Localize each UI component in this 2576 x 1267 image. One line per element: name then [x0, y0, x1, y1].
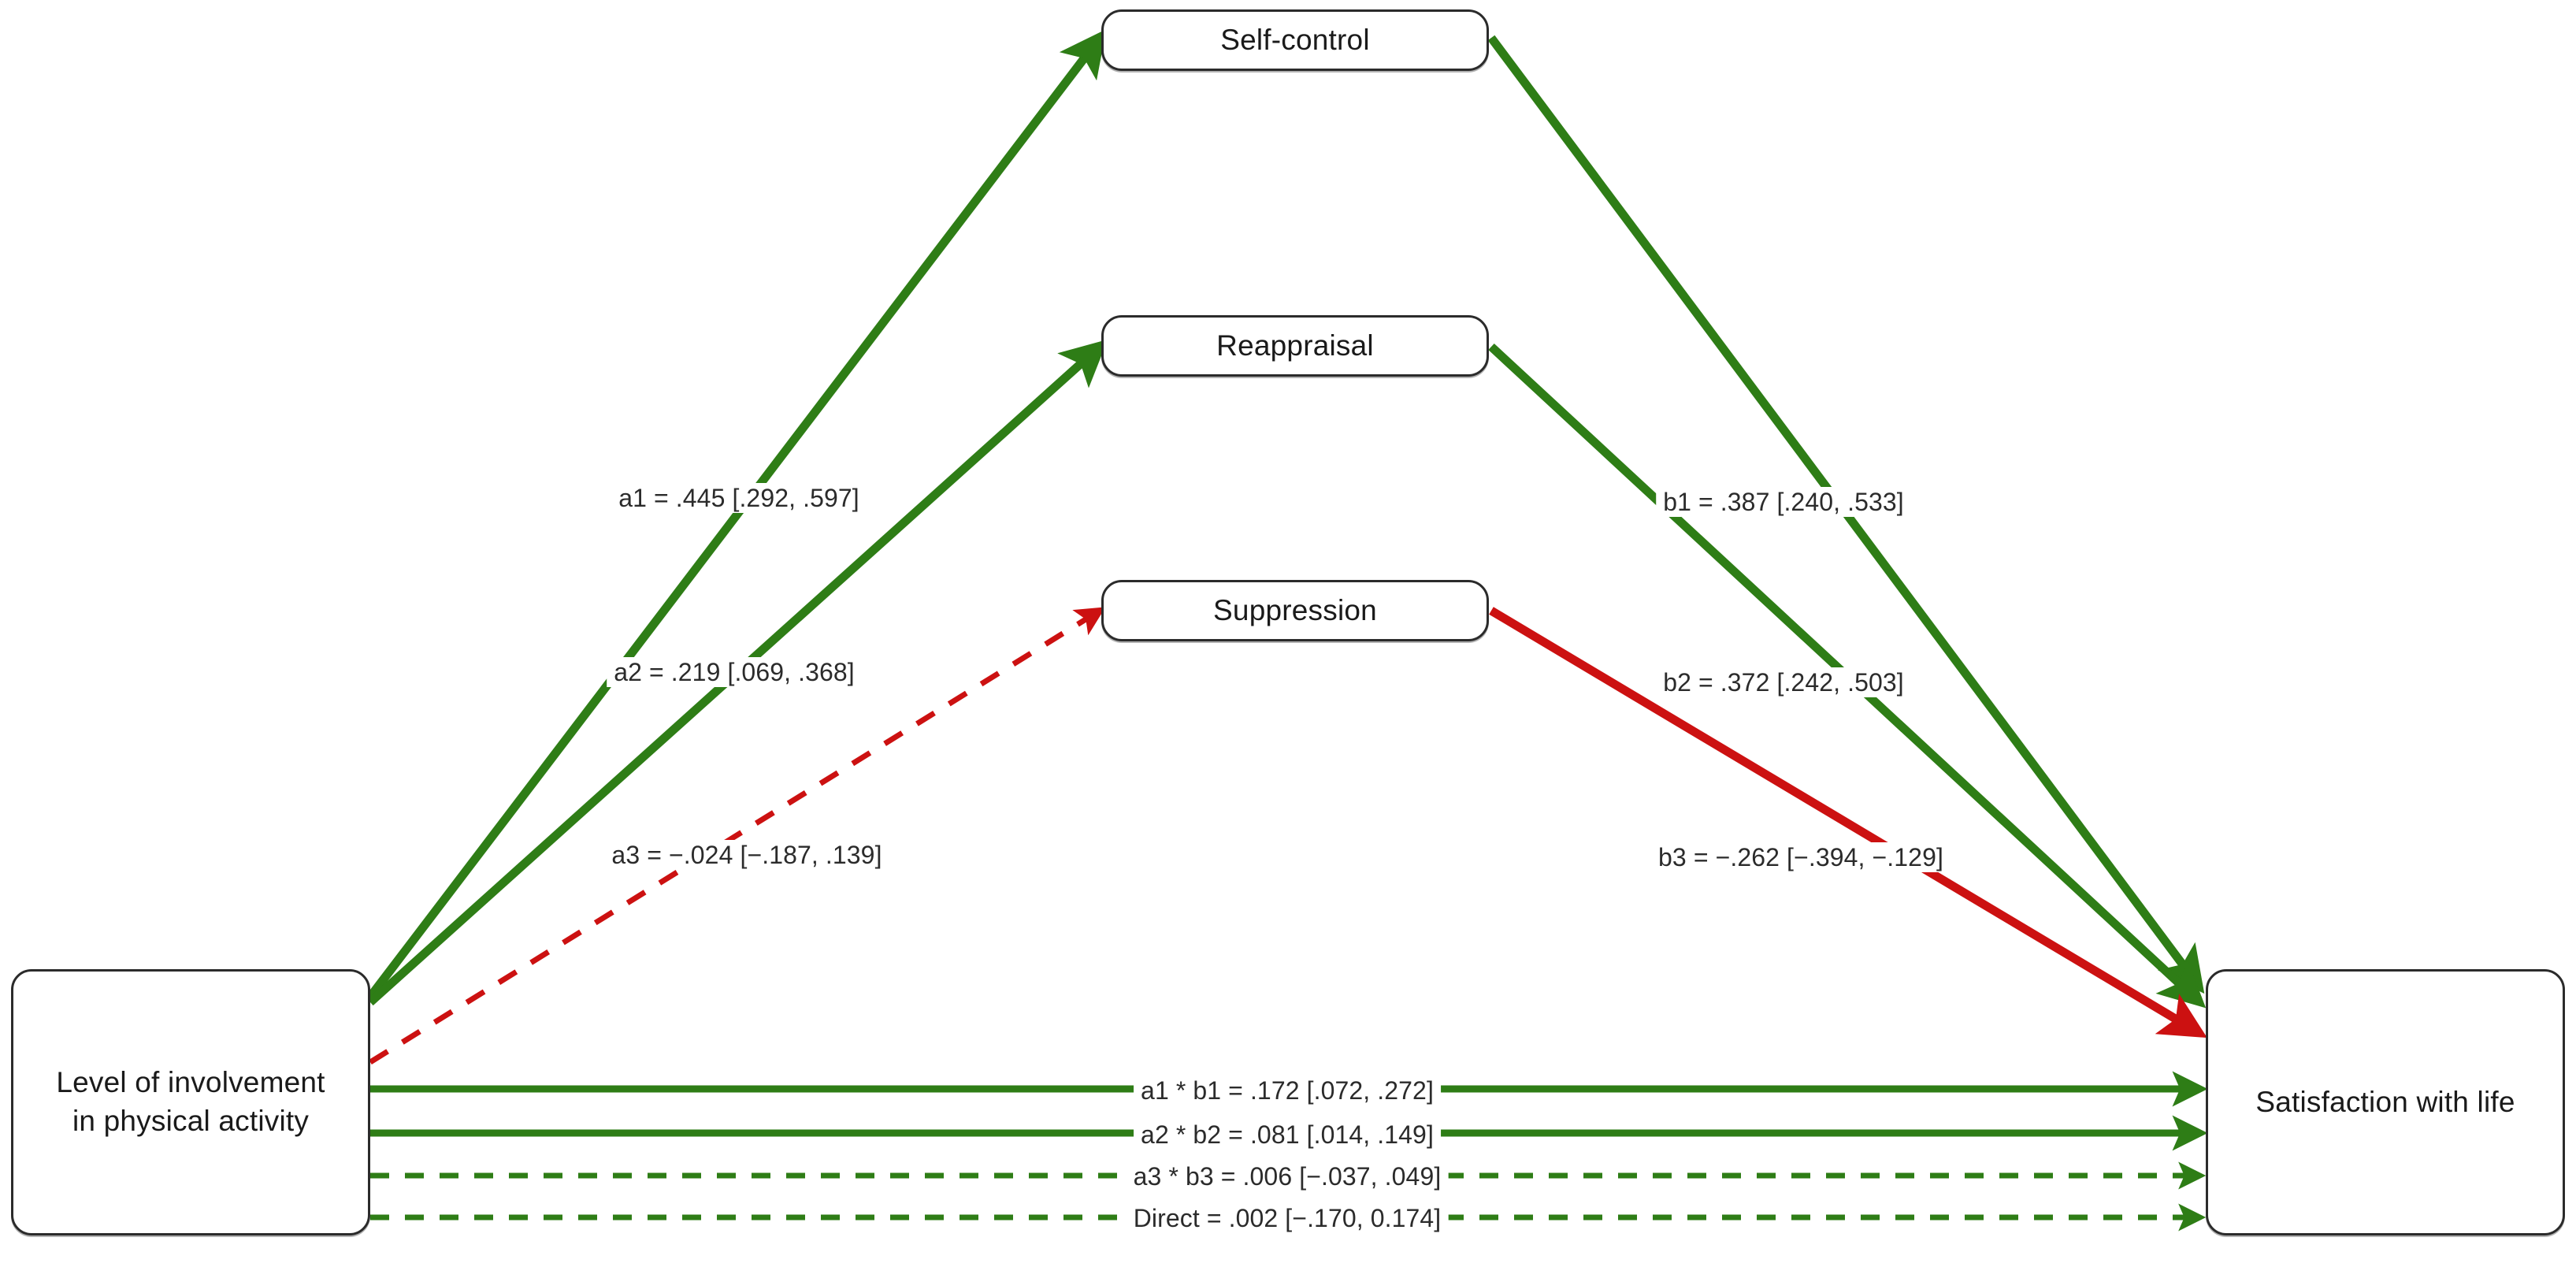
- path-arrow-b3: [1489, 607, 2207, 1038]
- node-suppression-label: Suppression: [1213, 593, 1377, 626]
- node-satisfaction-with-life[interactable]: Satisfaction with life: [2206, 969, 2565, 1235]
- path-label-b3: b3 = −.262 [−.394, −.129]: [1651, 842, 1951, 872]
- path-label-a3: a3 = −.024 [−.187, .139]: [604, 840, 889, 870]
- node-level-of-involvement[interactable]: Level of involvement in physical activit…: [11, 969, 370, 1235]
- node-satisfaction-with-life-label: Satisfaction with life: [2255, 1085, 2515, 1118]
- path-label-a2: a2 = .219 [.069, .368]: [607, 657, 862, 687]
- path-label-a1: a1 = .445 [.292, .597]: [611, 483, 867, 513]
- node-self-control[interactable]: Self-control: [1101, 9, 1489, 71]
- path-label-indirect1: a1 * b1 = .172 [.072, .272]: [1134, 1076, 1441, 1105]
- node-level-of-involvement-label: Level of involvement in physical activit…: [56, 1066, 325, 1137]
- path-arrow-a1: [366, 28, 1107, 1000]
- path-label-indirect2: a2 * b2 = .081 [.014, .149]: [1134, 1120, 1441, 1150]
- node-reappraisal[interactable]: Reappraisal: [1101, 315, 1489, 377]
- node-reappraisal-label: Reappraisal: [1216, 329, 1374, 362]
- node-suppression[interactable]: Suppression: [1101, 580, 1489, 641]
- path-label-indirect3: a3 * b3 = .006 [−.037, .049]: [1126, 1161, 1449, 1191]
- path-label-b1: b1 = .387 [.240, .533]: [1656, 487, 1911, 517]
- path-label-b2: b2 = .372 [.242, .503]: [1656, 667, 1911, 697]
- path-label-direct: Direct = .002 [−.170, 0.174]: [1126, 1203, 1449, 1233]
- path-arrow-a3: [369, 607, 1106, 1065]
- node-self-control-label: Self-control: [1220, 23, 1370, 56]
